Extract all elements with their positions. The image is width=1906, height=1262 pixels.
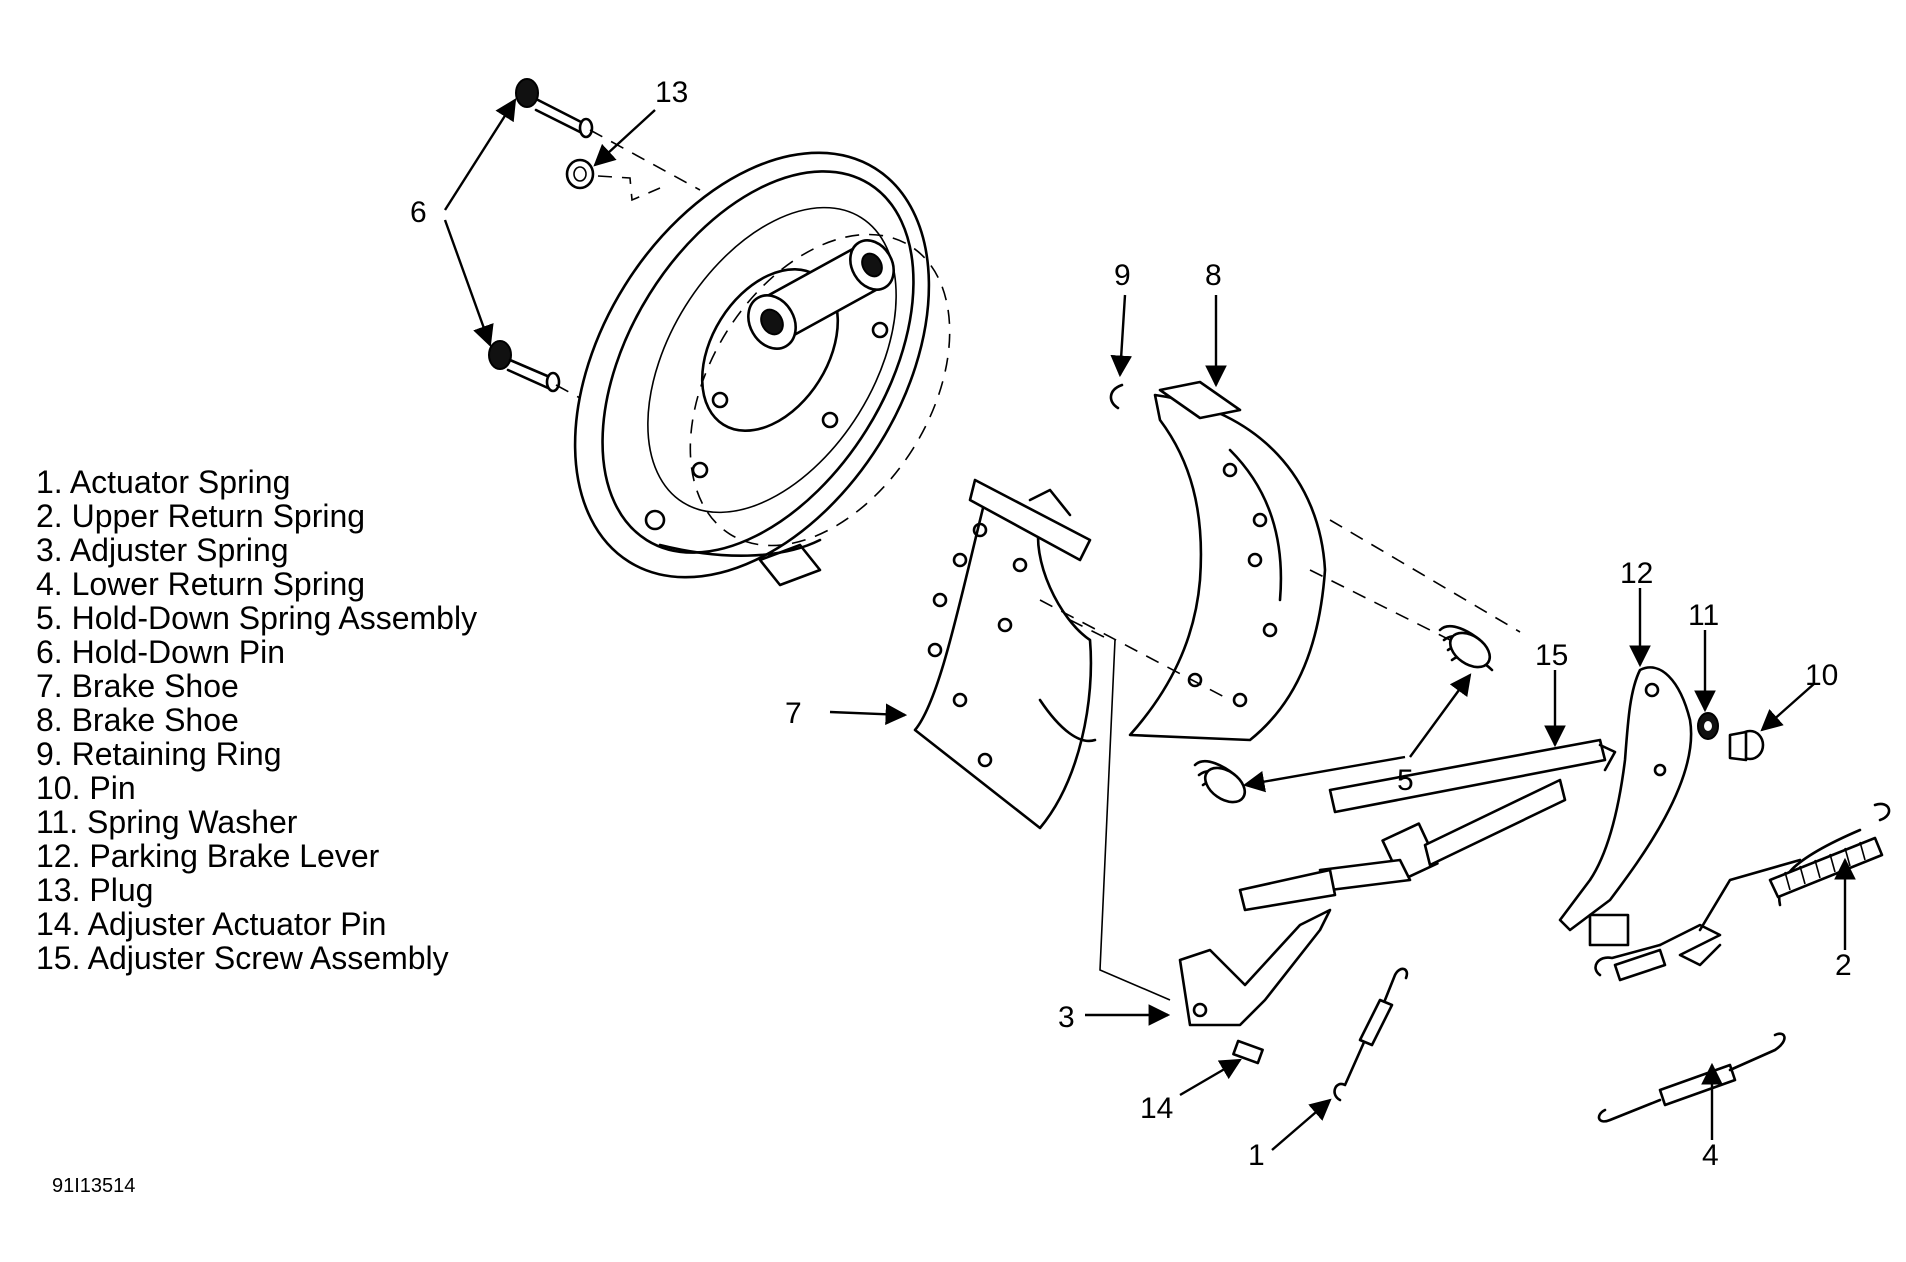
legend-item: 7. Brake Shoe (36, 668, 239, 704)
adjuster-actuator-pin (1232, 1039, 1264, 1065)
callout-9: 9 (1114, 259, 1131, 292)
callout-12: 12 (1620, 557, 1653, 590)
callout-2: 2 (1835, 949, 1852, 982)
legend-item: 2. Upper Return Spring (36, 498, 366, 534)
hold-down-spring-upper (1438, 624, 1494, 672)
callout-11: 11 (1688, 599, 1719, 632)
legend-item: 8. Brake Shoe (36, 702, 239, 738)
callout-1: 1 (1248, 1139, 1265, 1172)
legend-item: 14. Adjuster Actuator Pin (36, 906, 387, 942)
legend-item: 12. Parking Brake Lever (36, 838, 380, 874)
legend-item: 10. Pin (36, 770, 136, 806)
callout-14: 14 (1140, 1092, 1173, 1125)
plug (565, 158, 595, 190)
callout-pointers (443, 98, 1856, 1151)
callout-10: 10 (1805, 659, 1838, 692)
figure-id: 91I13514 (52, 1175, 136, 1197)
legend-item: 6. Hold-Down Pin (36, 634, 285, 670)
retaining-ring (1109, 383, 1124, 410)
hold-down-pin-upper (515, 78, 594, 139)
legend-item: 5. Hold-Down Spring Assembly (36, 600, 478, 636)
callout-15: 15 (1535, 639, 1568, 672)
lower-return-spring (1597, 1032, 1786, 1123)
legend-item: 9. Retaining Ring (36, 736, 282, 772)
callout-3: 3 (1058, 1001, 1075, 1034)
backing-plate (573, 151, 951, 587)
hold-down-spring-lower (1193, 759, 1247, 804)
parts-legend: 1. Actuator Spring 2. Upper Return Sprin… (36, 465, 477, 975)
legend-item: 13. Plug (36, 872, 154, 908)
legend-item: 11. Spring Washer (36, 804, 298, 840)
callout-7: 7 (785, 697, 802, 730)
callout-6: 6 (410, 196, 427, 229)
legend-item: 4. Lower Return Spring (36, 566, 366, 602)
hold-down-pin-lower (488, 340, 561, 393)
parking-brake-lever (1558, 666, 1693, 947)
wheel-cylinder (747, 239, 895, 350)
adjuster-spring-part (1178, 908, 1332, 1027)
spring-washer (1697, 712, 1719, 740)
legend-item: 15. Adjuster Screw Assembly (36, 940, 449, 976)
adjuster-screw-assembly (1238, 738, 1617, 912)
actuator-spring (1333, 967, 1409, 1102)
pin (1728, 729, 1765, 762)
brake-shoe-8 (1128, 380, 1327, 742)
callout-5: 5 (1397, 764, 1414, 797)
upper-return-spring (1594, 802, 1891, 982)
legend-item: 3. Adjuster Spring (36, 532, 289, 568)
callout-4: 4 (1702, 1139, 1719, 1172)
brake-shoe-7 (913, 478, 1097, 830)
legend-item: 1. Actuator Spring (36, 464, 291, 500)
callout-13: 13 (655, 76, 688, 109)
callout-8: 8 (1205, 259, 1222, 292)
